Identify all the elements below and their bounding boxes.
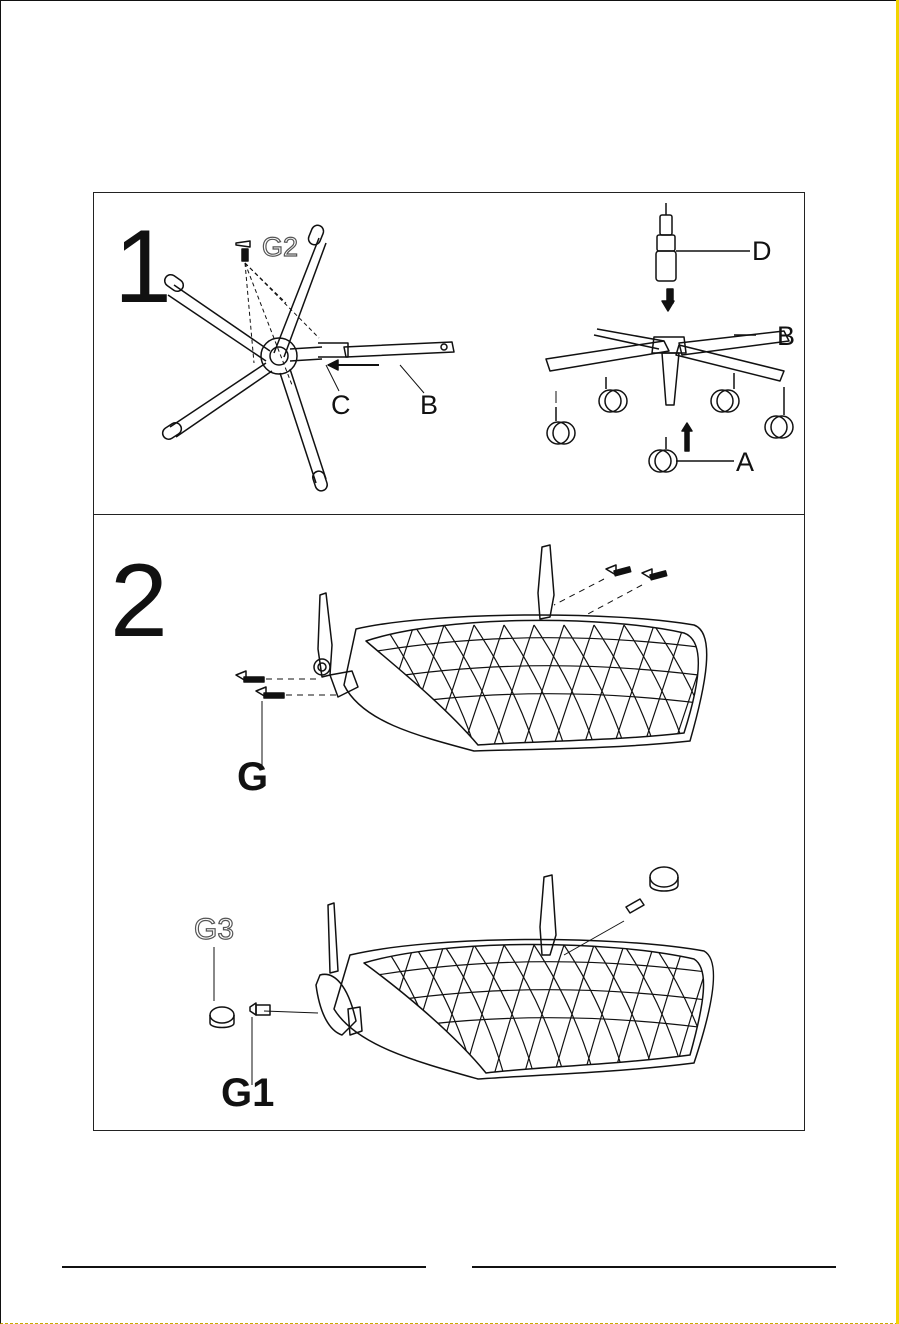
label-a: A xyxy=(736,449,754,476)
loose-leg-b xyxy=(344,342,454,357)
footer-rule-right xyxy=(472,1266,836,1268)
step-2-illustration xyxy=(94,515,806,1132)
label-g: G xyxy=(237,757,268,797)
label-g2: G2 xyxy=(262,234,298,261)
footer-rule-left xyxy=(62,1266,426,1268)
label-c: C xyxy=(331,392,351,419)
star-base-drawing xyxy=(160,223,348,492)
step-1-illustration xyxy=(94,193,806,516)
seat-lower-drawing xyxy=(210,867,714,1085)
label-b-left: B xyxy=(420,392,438,419)
label-d: D xyxy=(752,238,772,265)
label-b-right: B xyxy=(777,323,795,350)
step-2-panel: 2 xyxy=(93,514,805,1131)
step-1-panel: 1 xyxy=(93,192,805,515)
label-g1: G1 xyxy=(221,1073,274,1113)
seat-upper-drawing xyxy=(236,545,714,769)
label-g3: G3 xyxy=(194,915,234,945)
